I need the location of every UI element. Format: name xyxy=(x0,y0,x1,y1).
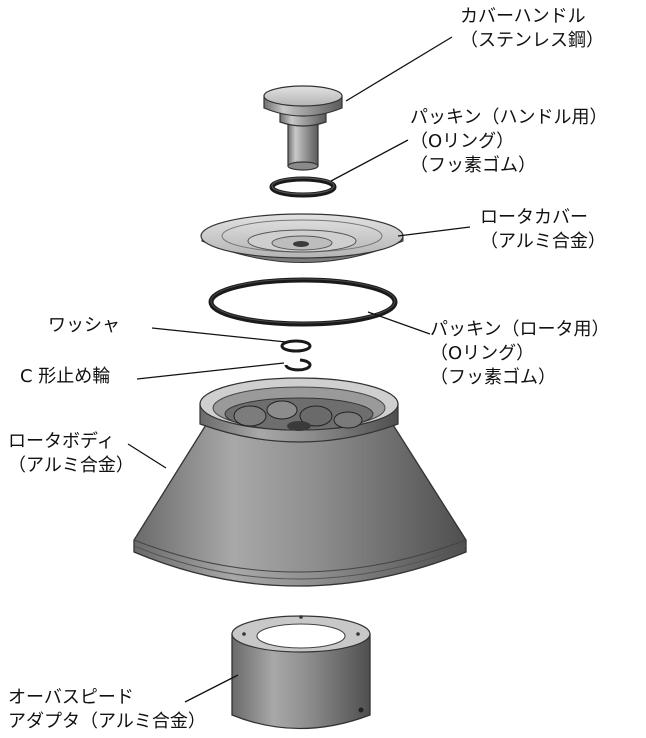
c-ring-part xyxy=(284,358,312,372)
cover-handle-part xyxy=(263,85,343,171)
rotor-body-label: ロータボディ （アルミ合金） xyxy=(8,430,134,478)
handle-oring-part xyxy=(269,176,337,198)
rotor-packing-name: パッキン（ロータ用） xyxy=(430,319,610,340)
rotor-cover-label: ロータカバー （アルミ合金） xyxy=(480,206,606,254)
leader-lines xyxy=(127,36,471,703)
rotor-body-part xyxy=(133,377,467,587)
washer-part xyxy=(280,339,312,353)
rotor-packing-material: （フッ素ゴム） xyxy=(430,367,556,388)
rotor-packing-ring: （Oリング） xyxy=(430,343,535,364)
washer-name: ワッシャ xyxy=(48,315,120,336)
c-ring-name: C 形止め輪 xyxy=(20,366,111,387)
handle-packing-name: パッキン（ハンドル用） xyxy=(410,107,608,128)
cover-handle-name: カバーハンドル xyxy=(460,6,586,27)
cover-handle-material: （ステンレス鋼） xyxy=(460,30,604,51)
rotor-body-material: （アルミ合金） xyxy=(8,455,134,476)
overspeed-adapter-label: オーバスピード アダプタ（アルミ合金） xyxy=(8,686,206,734)
rotor-cover-name: ロータカバー xyxy=(480,207,588,228)
rotor-cover-part xyxy=(200,213,404,263)
rotor-cover-material: （アルミ合金） xyxy=(480,231,606,252)
cover-handle-label: カバーハンドル （ステンレス鋼） xyxy=(460,5,604,53)
overspeed-adapter-name: オーバスピード xyxy=(8,687,134,708)
overspeed-adapter-name2: アダプタ（アルミ合金） xyxy=(8,711,206,732)
rotor-body-name: ロータボディ xyxy=(8,431,115,452)
rotor-oring-part xyxy=(208,277,398,327)
handle-packing-ring: （Oリング） xyxy=(410,131,515,152)
rotor-packing-label: パッキン（ロータ用） （Oリング） （フッ素ゴム） xyxy=(430,318,609,390)
overspeed-adapter-part xyxy=(231,615,371,730)
washer-label: ワッシャ xyxy=(48,314,120,338)
handle-packing-material: （フッ素ゴム） xyxy=(410,155,536,176)
c-ring-label: C 形止め輪 xyxy=(20,365,110,389)
handle-packing-label: パッキン（ハンドル用） （Oリング） （フッ素ゴム） xyxy=(410,106,607,178)
